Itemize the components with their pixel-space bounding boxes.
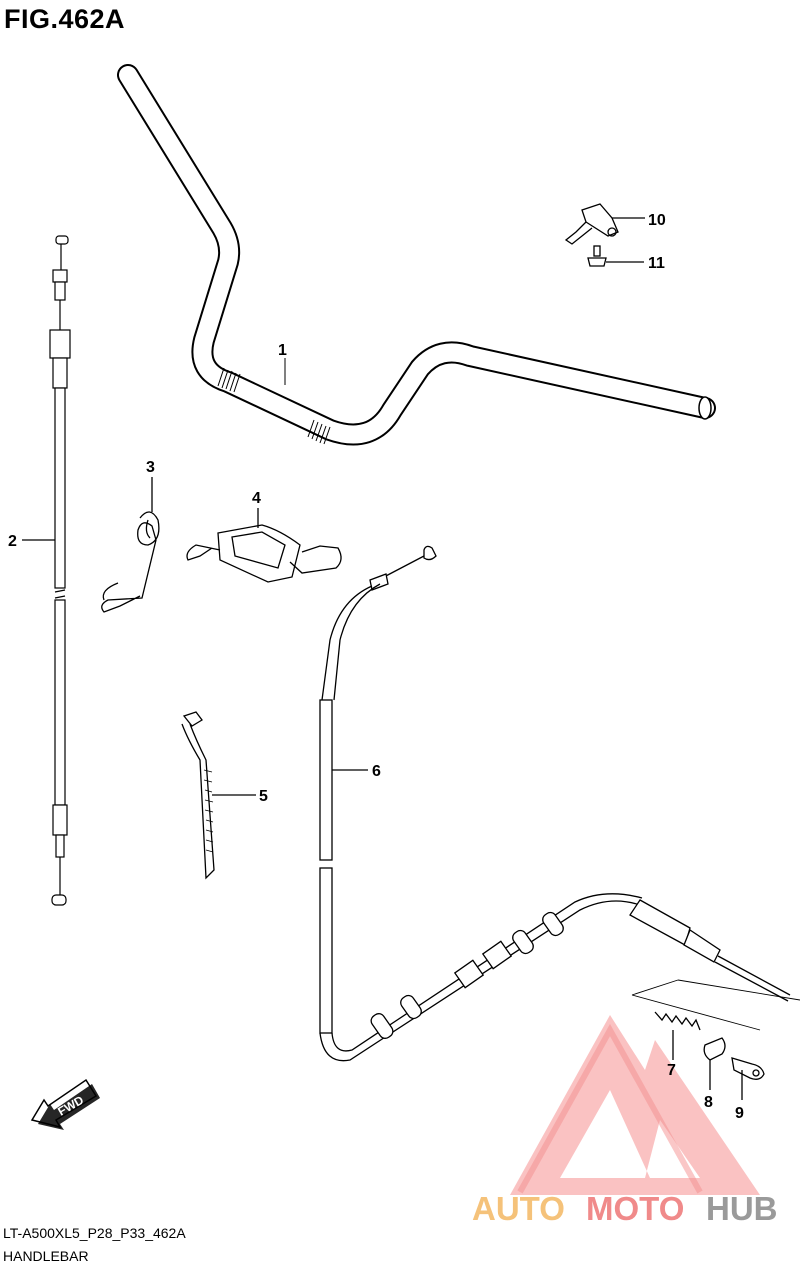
forward-direction-icon: FWD — [30, 1078, 100, 1130]
cable-guide[interactable] — [186, 508, 342, 583]
brake-pin[interactable] — [731, 1057, 765, 1100]
cable-bracket[interactable] — [564, 203, 645, 245]
drawing-code: LT-A500XL5_P28_P33_462A — [3, 1225, 186, 1241]
spring-clip[interactable] — [101, 477, 160, 613]
return-spring[interactable] — [654, 1011, 701, 1060]
section-name: HANDLEBAR — [3, 1248, 89, 1264]
callout-2: 2 — [8, 533, 17, 550]
callout-9: 9 — [735, 1105, 744, 1122]
callout-11: 11 — [648, 255, 665, 272]
watermark-word-a: AUTO — [472, 1190, 565, 1227]
cable-tie[interactable] — [181, 711, 256, 880]
callout-8: 8 — [704, 1094, 713, 1111]
callout-5: 5 — [259, 788, 268, 805]
bracket-bolt[interactable] — [587, 245, 644, 267]
brake-cable[interactable] — [319, 545, 791, 1062]
watermark-logo-icon — [510, 1015, 760, 1195]
callout-7: 7 — [667, 1062, 676, 1079]
watermark-word-c: HUB — [706, 1190, 778, 1227]
callout-10: 10 — [648, 212, 666, 229]
handlebar[interactable] — [117, 64, 716, 446]
callout-6: 6 — [372, 763, 381, 780]
callout-1: 1 — [278, 342, 287, 359]
callout-4: 4 — [252, 490, 261, 507]
watermark-word-b: MOTO — [586, 1190, 684, 1227]
watermark: AUTO MOTO HUB — [472, 1190, 778, 1227]
figure-title: FIG.462A — [4, 4, 126, 34]
joint-piece[interactable] — [703, 1037, 726, 1090]
callout-3: 3 — [146, 459, 155, 476]
throttle-cable[interactable] — [22, 235, 71, 906]
detail-group-outline — [631, 979, 800, 1031]
